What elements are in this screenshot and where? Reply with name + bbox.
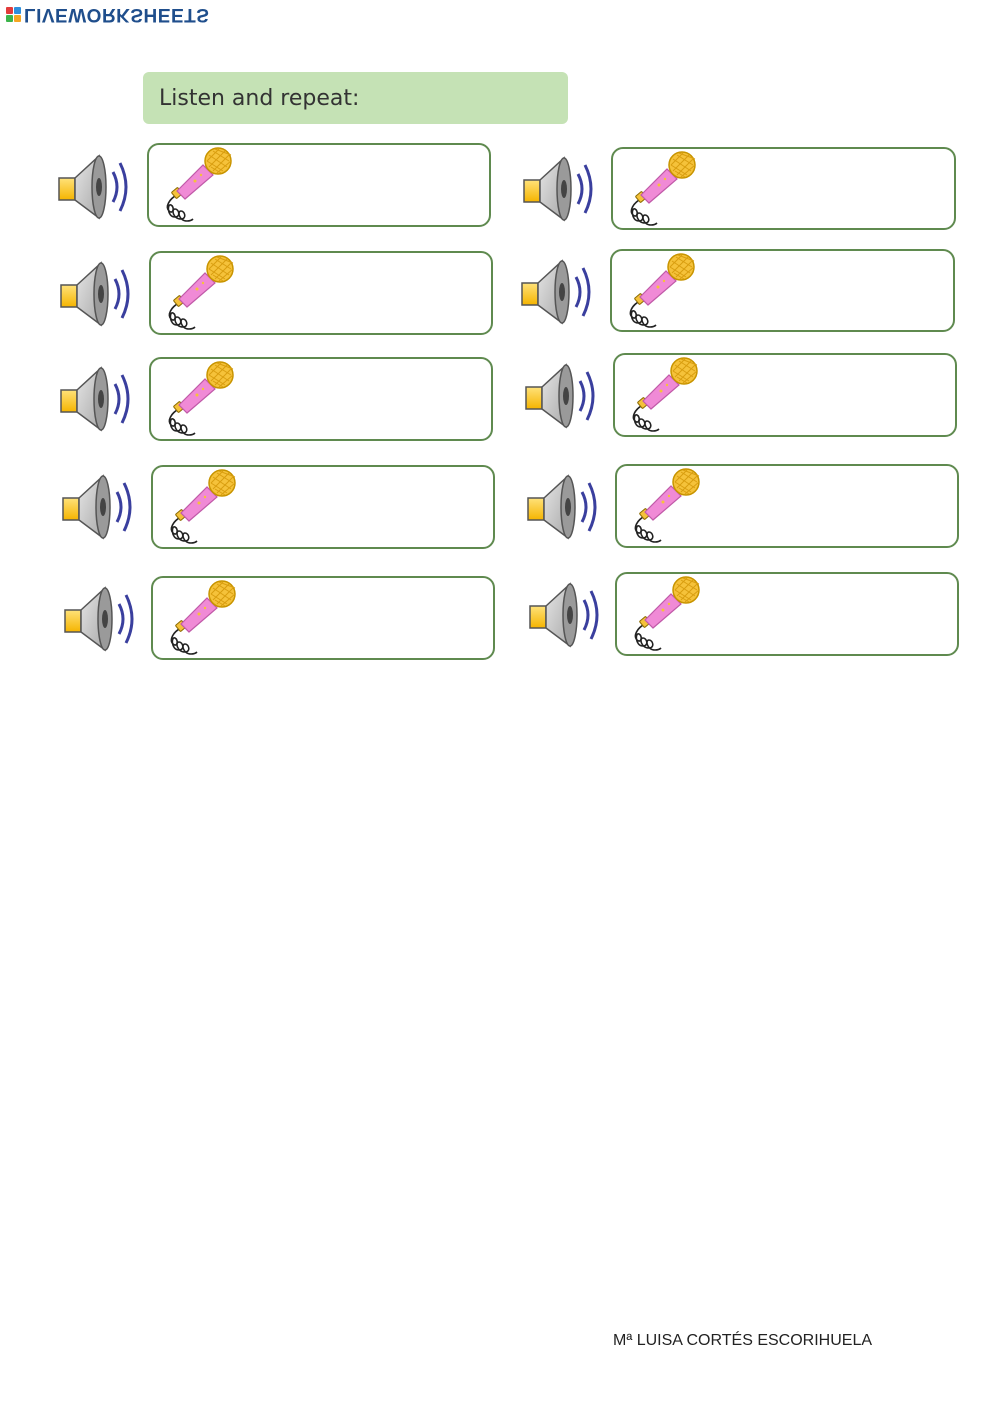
brand-square <box>6 14 13 22</box>
author-credit: Mª LUISA CORTÉS ESCORIHUELA <box>613 1332 873 1349</box>
speaker-icon[interactable] <box>57 255 137 329</box>
speaker-icon[interactable] <box>520 150 600 224</box>
answer-box[interactable] <box>611 147 956 230</box>
answer-box[interactable] <box>149 251 493 335</box>
microphone-icon[interactable] <box>618 253 698 331</box>
answer-box[interactable] <box>151 465 495 549</box>
answer-box[interactable] <box>149 357 493 441</box>
microphone-icon[interactable] <box>159 580 239 658</box>
answer-box[interactable] <box>615 572 959 656</box>
microphone-icon[interactable] <box>159 469 239 547</box>
microphone-icon[interactable] <box>619 151 699 229</box>
speaker-icon[interactable] <box>59 468 139 542</box>
brand-square <box>14 14 21 22</box>
speaker-icon[interactable] <box>55 148 135 222</box>
brand-square <box>14 6 21 14</box>
speaker-icon[interactable] <box>524 468 604 542</box>
brand-square <box>6 6 13 14</box>
microphone-icon[interactable] <box>623 468 703 546</box>
answer-box[interactable] <box>615 464 959 548</box>
answer-box[interactable] <box>613 353 957 437</box>
instruction-banner: Listen and repeat: <box>143 72 568 124</box>
answer-box[interactable] <box>147 143 491 227</box>
microphone-icon[interactable] <box>155 147 235 225</box>
brand-logo: LIVEWORKSHEETS <box>6 3 209 25</box>
speaker-icon[interactable] <box>526 576 606 650</box>
answer-box[interactable] <box>151 576 495 660</box>
microphone-icon[interactable] <box>157 255 237 333</box>
speaker-icon[interactable] <box>57 360 137 434</box>
brand-name: LIVEWORKSHEETS <box>24 4 210 25</box>
speaker-icon[interactable] <box>518 253 598 327</box>
speaker-icon[interactable] <box>522 357 602 431</box>
speaker-icon[interactable] <box>61 580 141 654</box>
microphone-icon[interactable] <box>621 357 701 435</box>
brand-squares-icon <box>6 6 21 22</box>
answer-box[interactable] <box>610 249 955 332</box>
microphone-icon[interactable] <box>623 576 703 654</box>
instruction-text: Listen and repeat: <box>159 85 360 111</box>
microphone-icon[interactable] <box>157 361 237 439</box>
